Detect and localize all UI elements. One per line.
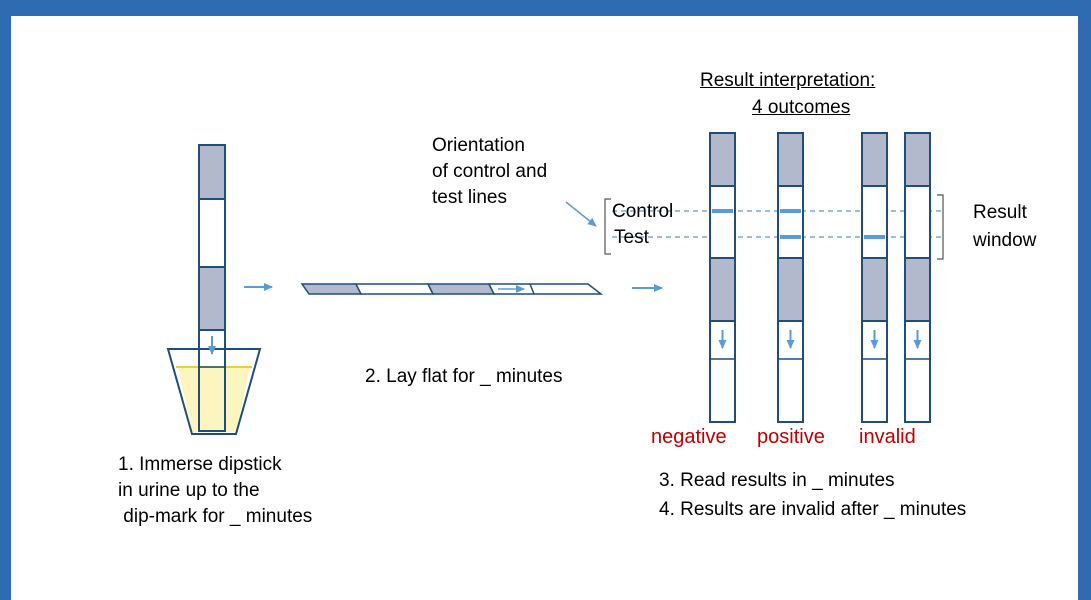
- step3-text: 3. Read results in _ minutes: [659, 470, 895, 491]
- result-strip-2-conjugate-pad: [777, 257, 804, 322]
- cup-outline: [166, 348, 262, 435]
- result-strips: [709, 132, 931, 423]
- result-strip-3-test-line: [864, 235, 885, 239]
- orientation-line3: test lines: [432, 187, 507, 208]
- orientation-line1: Orientation: [432, 135, 525, 156]
- step1-line2: in urine up to the: [118, 480, 260, 501]
- result-strip-2-control-line: [780, 209, 801, 213]
- step2-text: 2. Lay flat for _ minutes: [365, 366, 563, 387]
- test-label: Test: [614, 227, 649, 248]
- result-title-line2: 4 outcomes: [752, 97, 851, 118]
- result-title-line1: Result interpretation:: [700, 70, 876, 91]
- result-strip-1-handle: [709, 132, 736, 187]
- step1-line3: dip-mark for _ minutes: [118, 506, 313, 527]
- dipstick-flat: [300, 283, 604, 295]
- result-strip-2-result-window: [777, 185, 804, 259]
- orientation-arrow: [565, 201, 597, 227]
- result-window-line2: window: [973, 230, 1037, 251]
- result-strip-4-handle: [904, 132, 931, 187]
- result-strip-2-test-line: [780, 235, 801, 239]
- result-strip-2-handle: [777, 132, 804, 187]
- outcome-label-invalid: invalid: [859, 426, 916, 448]
- result-strip-3-handle: [861, 132, 888, 187]
- urine-fill: [178, 367, 250, 432]
- orientation-line2: of control and: [432, 161, 548, 182]
- result-strip-1-control-line: [712, 209, 733, 213]
- step4-text: 4. Results are invalid after _ minutes: [659, 499, 967, 520]
- dipstick-immersed: [198, 144, 226, 432]
- result-strip-4-result-window: [904, 185, 931, 259]
- step1-line1: 1. Immerse dipstick: [118, 454, 282, 475]
- result-window-line1: Result: [973, 202, 1027, 223]
- result-window-bracket: [937, 194, 944, 260]
- control-test-bracket: [604, 198, 611, 255]
- control-label: Control: [612, 201, 674, 222]
- outcome-label-positive: positive: [757, 426, 825, 448]
- outcome-label-negative: negative: [651, 426, 727, 448]
- result-strip-1-conjugate-pad: [709, 257, 736, 322]
- result-strip-4-conjugate-pad: [904, 257, 931, 322]
- urine-cup: [166, 348, 262, 435]
- result-strip-3-result-window: [861, 185, 888, 259]
- result-strip-1-result-window: [709, 185, 736, 259]
- result-strip-3-conjugate-pad: [861, 257, 888, 322]
